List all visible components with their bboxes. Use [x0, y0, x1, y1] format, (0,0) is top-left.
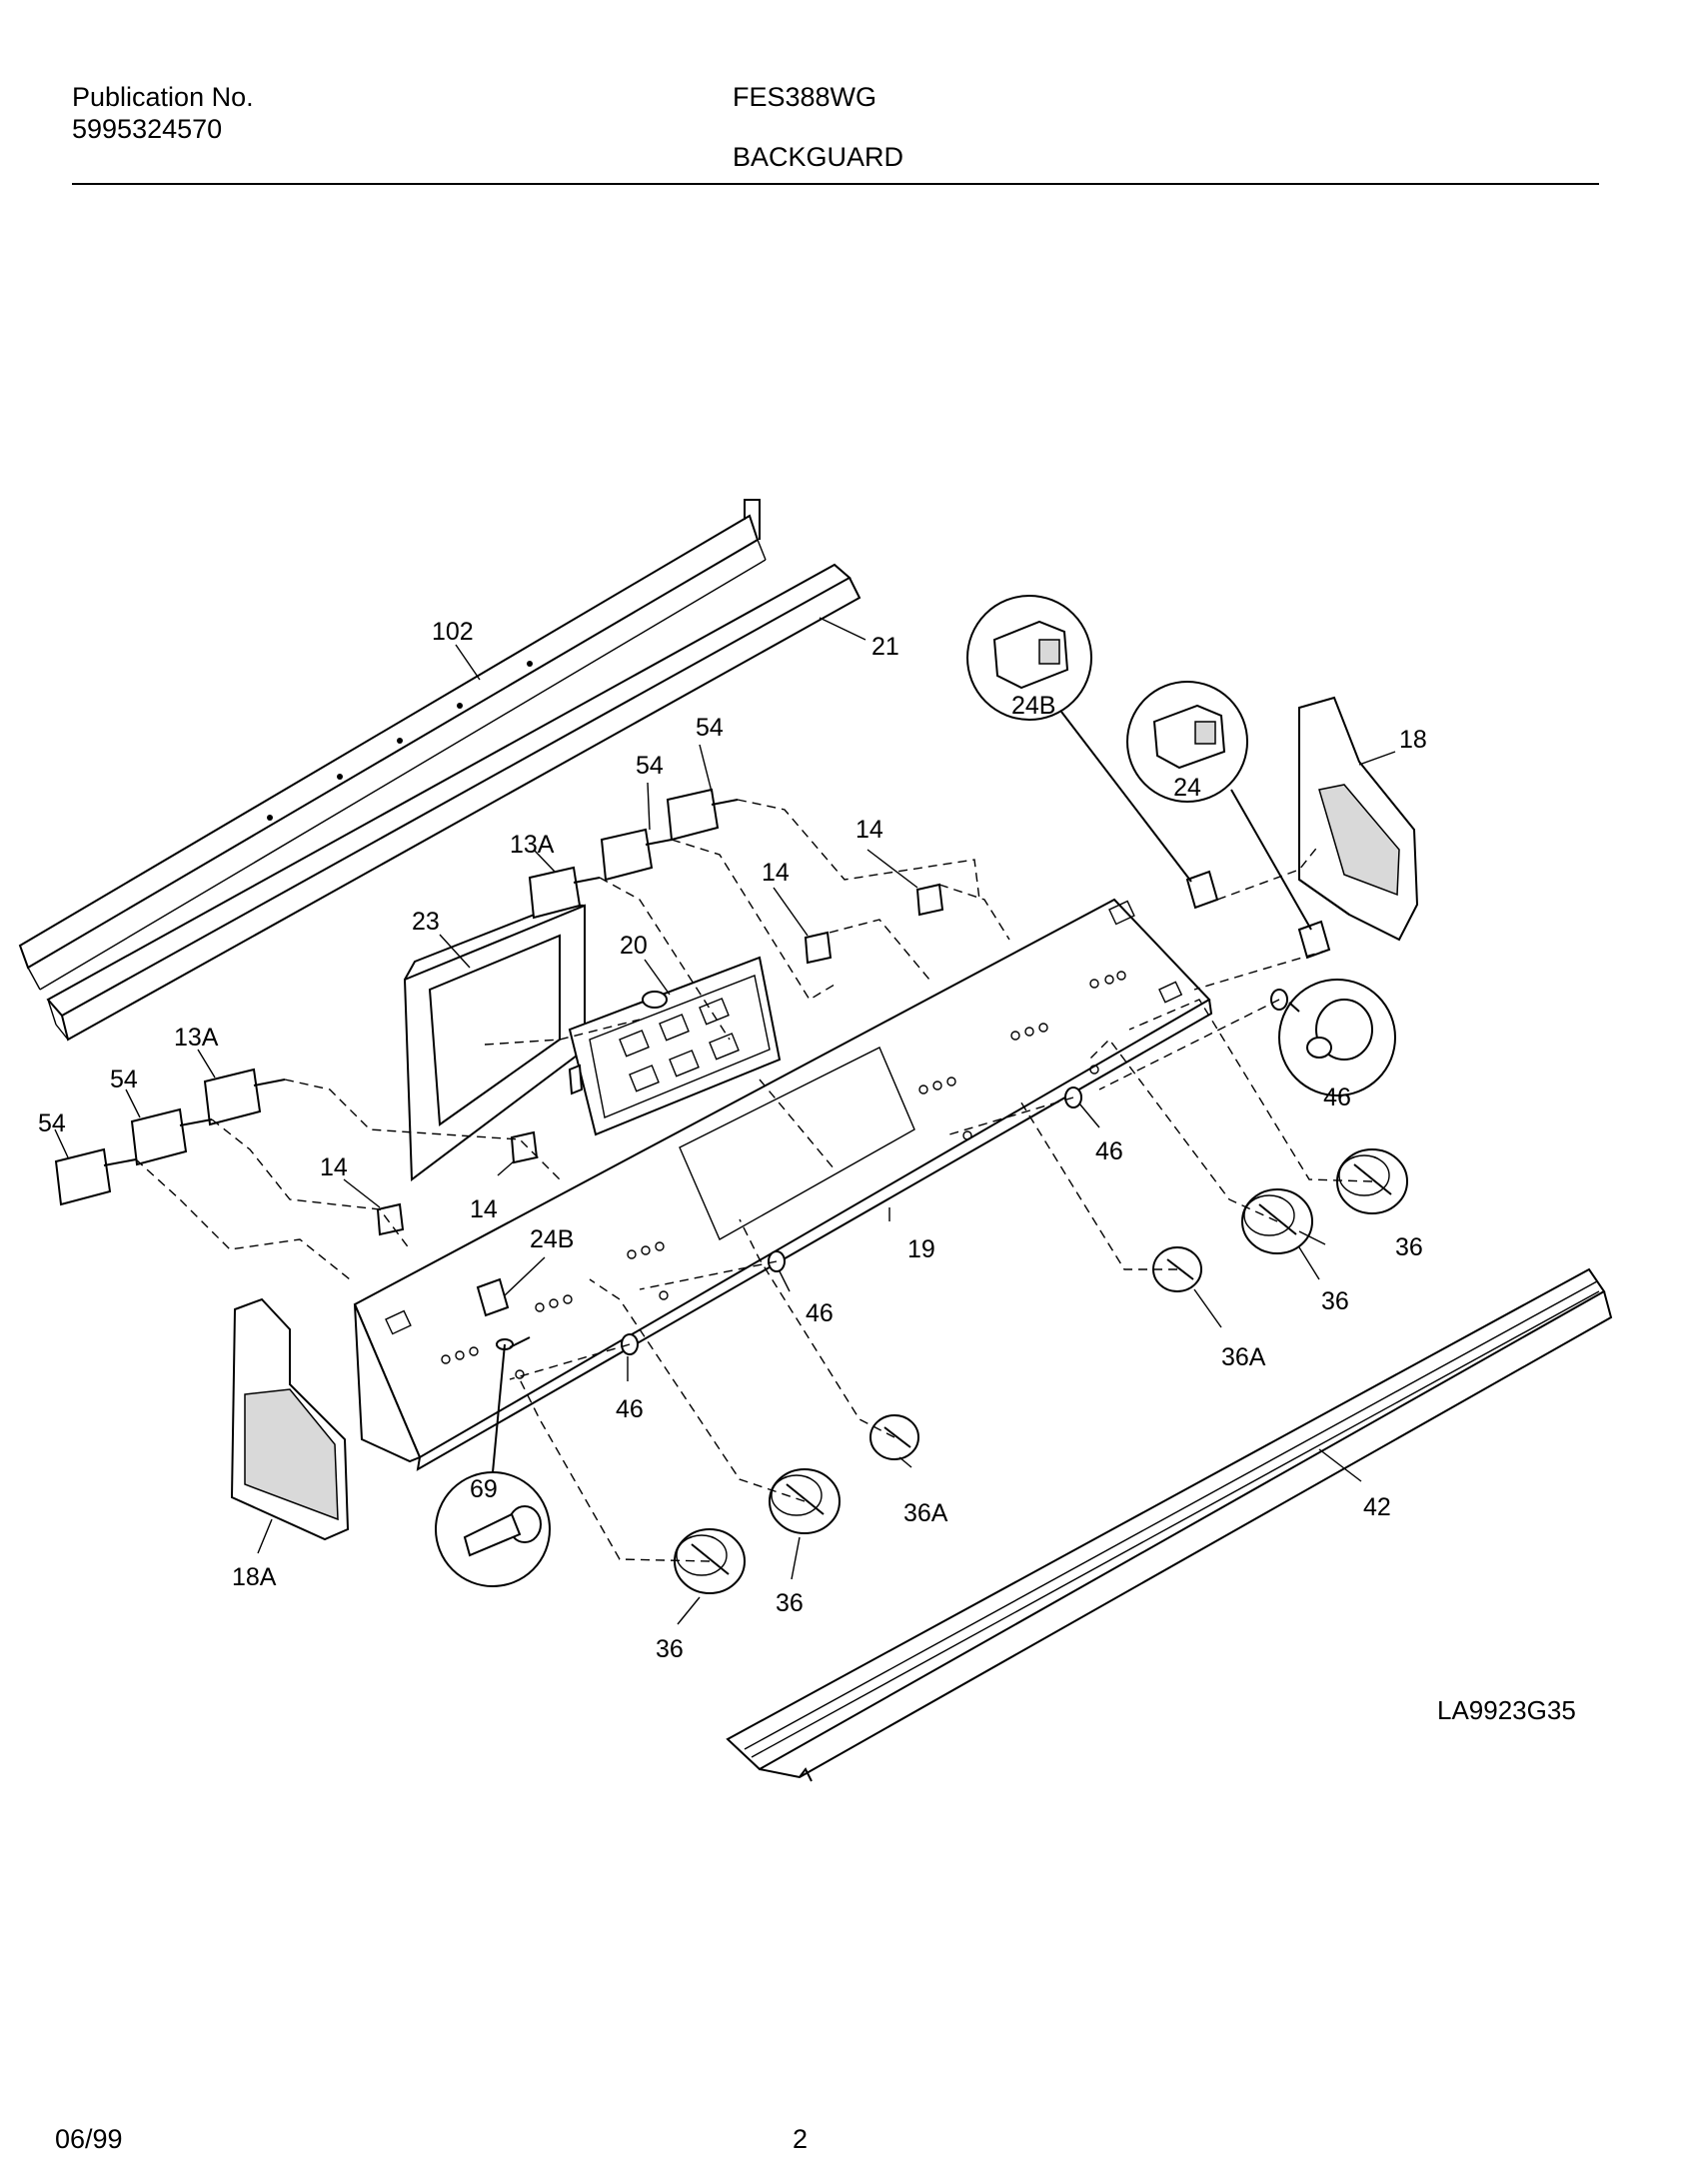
part-14-terminal — [376, 1202, 405, 1236]
callout-69: 69 — [470, 1475, 498, 1503]
detail-circle-46 — [1278, 979, 1396, 1096]
part-24-indicator — [1297, 920, 1331, 960]
wiring-leaders — [135, 799, 1373, 1562]
part-13A-switch — [528, 866, 601, 920]
header-rule — [72, 183, 1599, 185]
callout-36A: 36A — [903, 1499, 948, 1527]
part-24B-indicator — [476, 1277, 510, 1317]
drawing-number: LA9923G35 — [1437, 1695, 1576, 1725]
part-23-bracket — [403, 903, 586, 1181]
part-54-switch — [666, 788, 739, 842]
callout-13A: 13A — [174, 1024, 219, 1052]
part-24B-indicator — [1185, 870, 1219, 910]
callout-21: 21 — [871, 633, 899, 661]
callout-leaders — [54, 617, 1396, 1625]
section-title: BACKGUARD — [733, 142, 904, 172]
callout-36: 36 — [1321, 1287, 1349, 1315]
callout-36A: 36A — [1221, 1343, 1266, 1371]
callout-14: 14 — [855, 816, 883, 844]
part-19-backguard-panel — [353, 898, 1213, 1471]
callout-20: 20 — [620, 932, 648, 960]
callout-24B-detail: 24B — [1011, 692, 1055, 720]
callout-42: 42 — [1363, 1493, 1391, 1521]
callout-23: 23 — [412, 908, 440, 936]
part-18-end-cap — [1298, 696, 1419, 942]
callout-36: 36 — [656, 1635, 684, 1663]
callout-54: 54 — [636, 752, 664, 780]
callout-14: 14 — [762, 859, 790, 887]
callout-54: 54 — [696, 714, 724, 742]
callout-102: 102 — [432, 618, 474, 646]
callout-labels: 102 21 24B 24 18 54 54 13A 14 14 23 20 1… — [38, 618, 1427, 1663]
detail-circle-24B — [966, 595, 1192, 883]
footer-date: 06/99 — [55, 2124, 123, 2154]
part-54-switch — [54, 1147, 137, 1206]
callout-36: 36 — [1395, 1233, 1423, 1261]
callout-19: 19 — [907, 1235, 935, 1263]
callout-46: 46 — [1095, 1137, 1123, 1165]
part-14-terminal — [804, 931, 833, 965]
part-54-switch — [600, 828, 673, 882]
part-54-switch — [130, 1107, 213, 1166]
part-102-trim — [18, 499, 767, 991]
callout-46-detail: 46 — [1323, 1084, 1351, 1111]
part-18A-end-cap — [230, 1297, 350, 1541]
part-14-terminal — [510, 1130, 539, 1164]
part-42-lower-trim — [726, 1267, 1613, 1782]
detail-circle-24 — [1126, 681, 1312, 931]
callout-46: 46 — [616, 1395, 644, 1423]
callout-14: 14 — [320, 1153, 348, 1181]
model-number: FES388WG — [733, 82, 877, 112]
page-number: 2 — [793, 2124, 809, 2154]
part-14-terminal — [915, 883, 944, 917]
part-13A-switch — [203, 1068, 286, 1126]
callout-54: 54 — [110, 1066, 138, 1093]
callout-46: 46 — [806, 1299, 834, 1327]
callout-18A: 18A — [232, 1563, 277, 1591]
callout-14: 14 — [470, 1195, 498, 1223]
callout-54: 54 — [38, 1109, 66, 1137]
callout-18: 18 — [1399, 726, 1427, 754]
callout-24-detail: 24 — [1173, 774, 1201, 802]
part-21-rail — [46, 563, 861, 1042]
publication-label: Publication No. — [72, 82, 254, 112]
callout-24B: 24B — [530, 1225, 574, 1253]
callout-13A: 13A — [510, 831, 555, 859]
callout-36: 36 — [776, 1589, 804, 1617]
detail-circle-69 — [435, 1343, 551, 1587]
part-20-clock-board — [568, 956, 782, 1136]
publication-number: 5995324570 — [72, 114, 223, 144]
